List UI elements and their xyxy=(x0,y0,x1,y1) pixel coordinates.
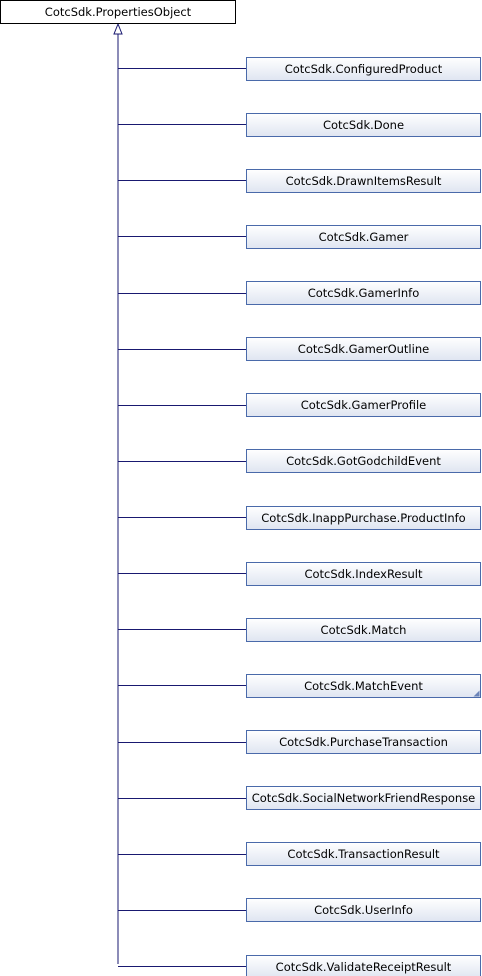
child-class-nodes: CotcSdk.ConfiguredProductCotcSdk.DoneCot… xyxy=(118,57,481,976)
child-class-box xyxy=(246,618,481,642)
child-class-node[interactable]: CotcSdk.Gamer xyxy=(246,225,481,249)
child-class-node[interactable]: CotcSdk.ValidateReceiptResult xyxy=(246,955,481,976)
child-class-box xyxy=(246,786,481,810)
child-class-label: CotcSdk.ConfiguredProduct xyxy=(285,62,443,76)
child-class-label: CotcSdk.DrawnItemsResult xyxy=(286,174,442,188)
child-class-box xyxy=(246,730,481,754)
child-class-label: CotcSdk.Match xyxy=(321,623,407,637)
subclasses-indicator-icon xyxy=(473,690,480,697)
child-class-box xyxy=(246,393,481,417)
child-class-box xyxy=(246,562,481,586)
child-class-node[interactable]: CotcSdk.SocialNetworkFriendResponse xyxy=(246,786,481,810)
child-class-label: CotcSdk.GamerProfile xyxy=(301,398,427,412)
child-class-label: CotcSdk.ValidateReceiptResult xyxy=(276,960,452,974)
child-class-box xyxy=(246,225,481,249)
child-class-box xyxy=(246,898,481,922)
child-class-node[interactable]: CotcSdk.IndexResult xyxy=(246,562,481,586)
child-class-node[interactable]: CotcSdk.GamerProfile xyxy=(246,393,481,417)
child-class-box xyxy=(246,506,481,530)
child-class-label: CotcSdk.Gamer xyxy=(319,230,409,244)
child-class-box xyxy=(246,281,481,305)
child-class-node[interactable]: CotcSdk.InappPurchase.ProductInfo xyxy=(246,506,481,530)
child-class-label: CotcSdk.TransactionResult xyxy=(287,847,440,861)
child-class-node[interactable]: CotcSdk.Match xyxy=(246,618,481,642)
child-class-label: CotcSdk.GamerOutline xyxy=(298,342,429,356)
child-class-box xyxy=(246,674,481,698)
child-class-label: CotcSdk.Done xyxy=(323,118,404,132)
root-class-node[interactable]: CotcSdk.PropertiesObject xyxy=(0,0,236,24)
child-class-node[interactable]: CotcSdk.DrawnItemsResult xyxy=(246,169,481,193)
child-class-node[interactable]: CotcSdk.MatchEvent xyxy=(246,674,481,698)
child-class-box xyxy=(246,169,481,193)
child-class-box xyxy=(246,57,481,81)
child-class-node[interactable]: CotcSdk.UserInfo xyxy=(246,898,481,922)
child-class-box xyxy=(246,449,481,473)
child-class-node[interactable]: CotcSdk.GamerInfo xyxy=(246,281,481,305)
child-class-label: CotcSdk.MatchEvent xyxy=(304,679,423,693)
child-class-node[interactable]: CotcSdk.TransactionResult xyxy=(246,842,481,866)
child-class-node[interactable]: CotcSdk.ConfiguredProduct xyxy=(246,57,481,81)
child-class-label: CotcSdk.GotGodchildEvent xyxy=(286,454,441,468)
child-class-node[interactable]: CotcSdk.GamerOutline xyxy=(246,337,481,361)
inheritance-arrowhead xyxy=(113,22,123,35)
child-class-node[interactable]: CotcSdk.GotGodchildEvent xyxy=(246,449,481,473)
child-class-box xyxy=(246,113,481,137)
child-class-node[interactable]: CotcSdk.PurchaseTransaction xyxy=(246,730,481,754)
child-class-box xyxy=(246,842,481,866)
child-class-label: CotcSdk.InappPurchase.ProductInfo xyxy=(261,511,465,525)
child-class-label: CotcSdk.PurchaseTransaction xyxy=(279,735,448,749)
child-class-label: CotcSdk.SocialNetworkFriendResponse xyxy=(252,791,476,805)
child-class-box xyxy=(246,955,481,976)
root-class-label: CotcSdk.PropertiesObject xyxy=(45,5,192,19)
child-class-node[interactable]: CotcSdk.Done xyxy=(246,113,481,137)
child-class-box xyxy=(246,337,481,361)
child-class-label: CotcSdk.UserInfo xyxy=(314,903,413,917)
child-class-label: CotcSdk.GamerInfo xyxy=(308,286,420,300)
child-class-label: CotcSdk.IndexResult xyxy=(304,567,422,581)
